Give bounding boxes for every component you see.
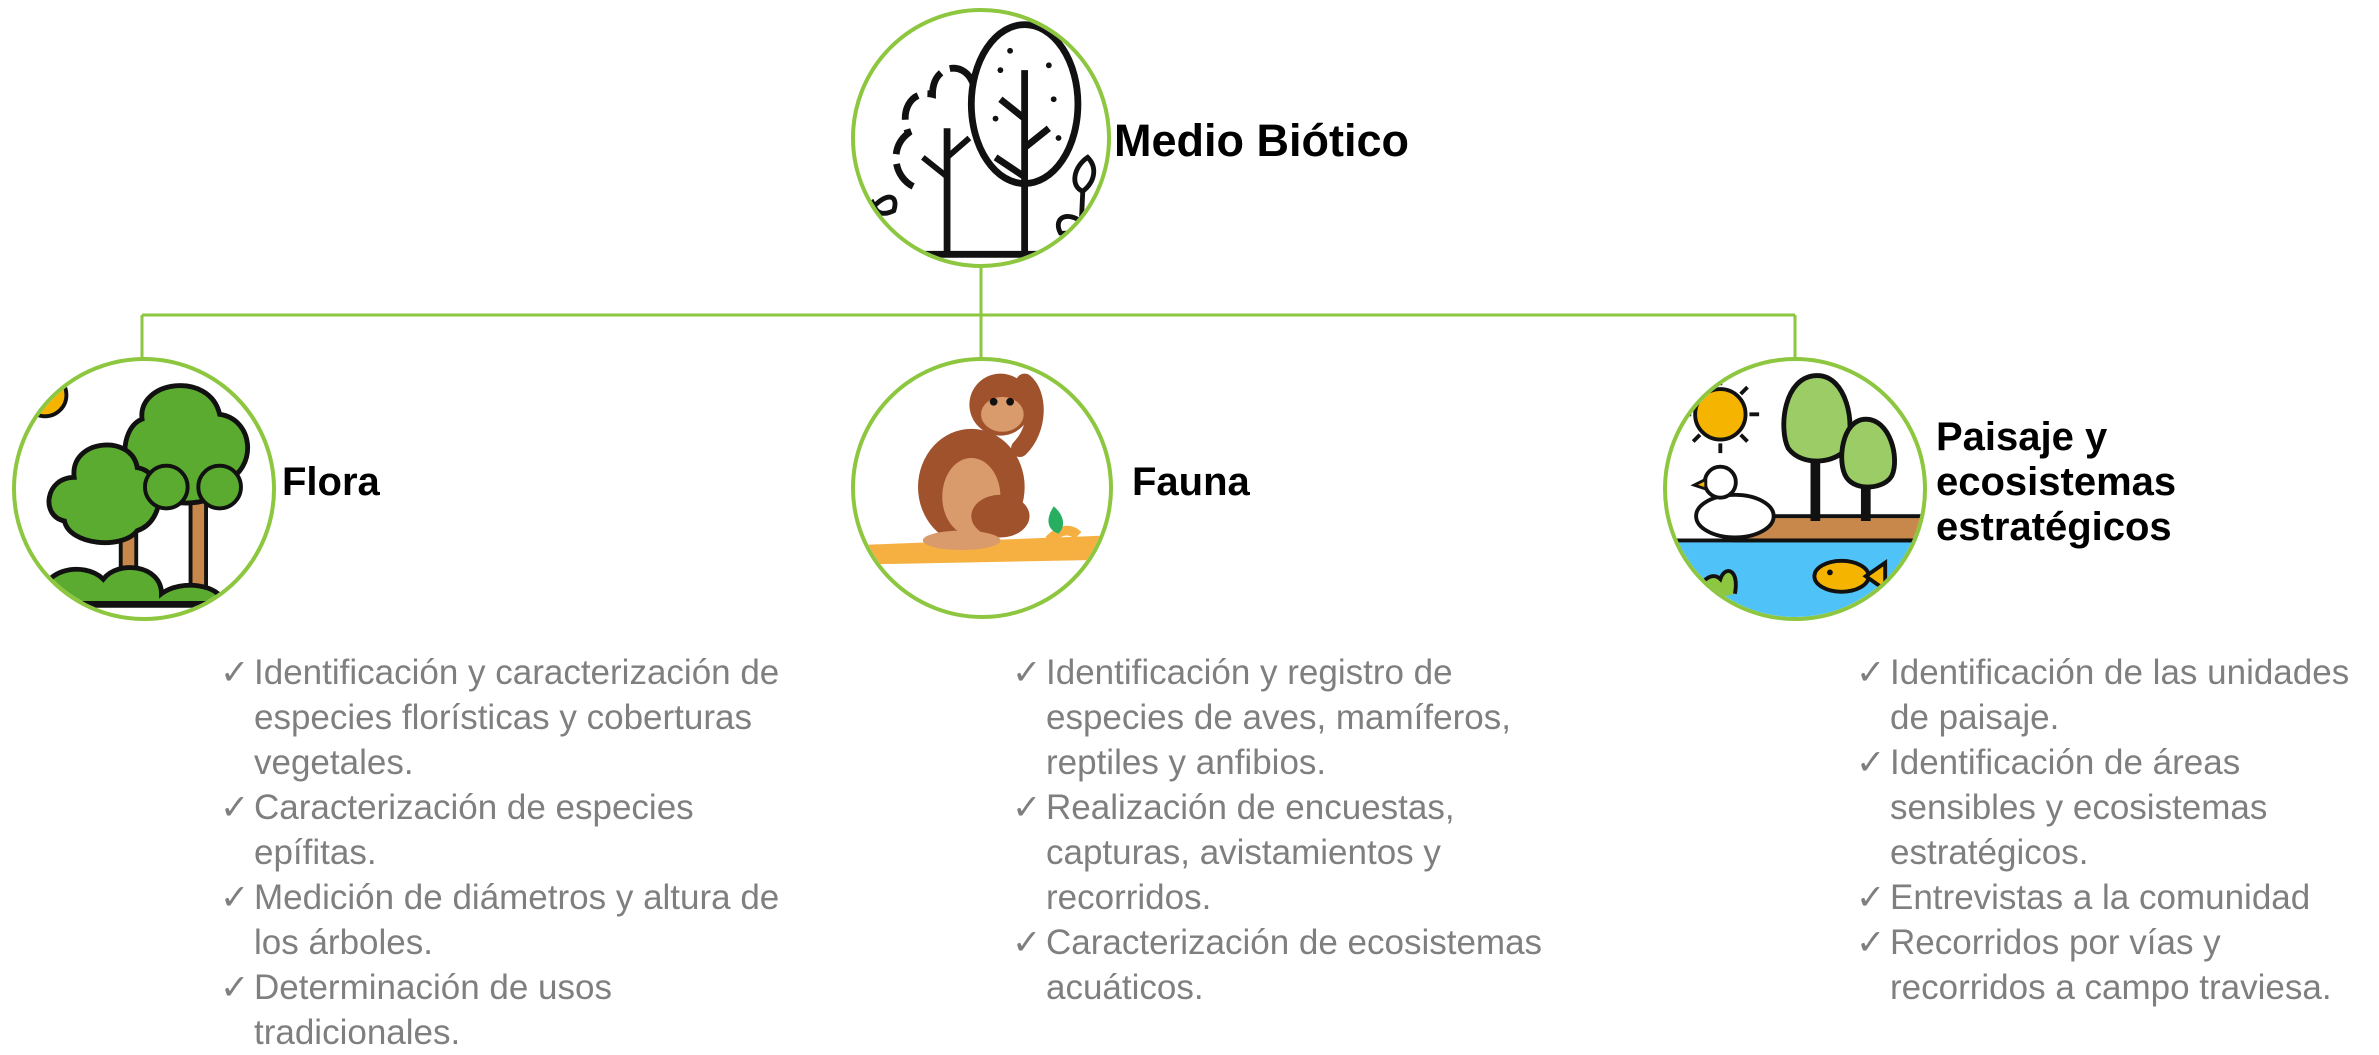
check-icon: ✓: [1856, 653, 1886, 692]
list-item: ✓Recorridos por vías y recorridos a camp…: [1856, 920, 2366, 1010]
list-item: ✓Caracterización de especies epífitas.: [220, 785, 780, 875]
check-icon: ✓: [1012, 653, 1042, 692]
check-icon: ✓: [220, 968, 250, 1007]
flora-title: Flora: [282, 460, 380, 504]
fauna-title: Fauna: [1132, 460, 1250, 504]
paisaje-bullet-list: ✓Identificación de las unidades de paisa…: [1856, 650, 2366, 1010]
paisaje-title: Paisaje y ecosistemas estratégicos: [1936, 415, 2177, 550]
flora-bullet-list: ✓Identificación y caracterización de esp…: [220, 650, 780, 1055]
check-icon: ✓: [1012, 923, 1042, 962]
list-item: ✓Determinación de usos tradicionales.: [220, 965, 780, 1055]
check-icon: ✓: [1856, 878, 1886, 917]
root-title: Medio Biótico: [1114, 115, 1409, 166]
check-icon: ✓: [220, 653, 250, 692]
forest-trees-icon: [12, 357, 276, 621]
check-icon: ✓: [1856, 923, 1886, 962]
list-item: ✓Caracterización de ecosistemas acuático…: [1012, 920, 1572, 1010]
check-icon: ✓: [1012, 788, 1042, 827]
trees-outline-icon: [851, 8, 1111, 268]
list-item: ✓Entrevistas a la comunidad: [1856, 875, 2366, 920]
fauna-bullet-list: ✓Identificación y registro de especies d…: [1012, 650, 1572, 1010]
check-icon: ✓: [220, 878, 250, 917]
list-item: ✓Identificación y registro de especies d…: [1012, 650, 1572, 785]
landscape-ecosystem-icon: [1663, 357, 1927, 621]
list-item: ✓Identificación de las unidades de paisa…: [1856, 650, 2366, 740]
monkey-on-branch-icon: [851, 357, 1113, 619]
list-item: ✓Realización de encuestas, capturas, avi…: [1012, 785, 1572, 920]
check-icon: ✓: [220, 788, 250, 827]
list-item: ✓Identificación de áreas sensibles y eco…: [1856, 740, 2366, 875]
check-icon: ✓: [1856, 743, 1886, 782]
list-item: ✓Medición de diámetros y altura de los á…: [220, 875, 780, 965]
list-item: ✓Identificación y caracterización de esp…: [220, 650, 780, 785]
